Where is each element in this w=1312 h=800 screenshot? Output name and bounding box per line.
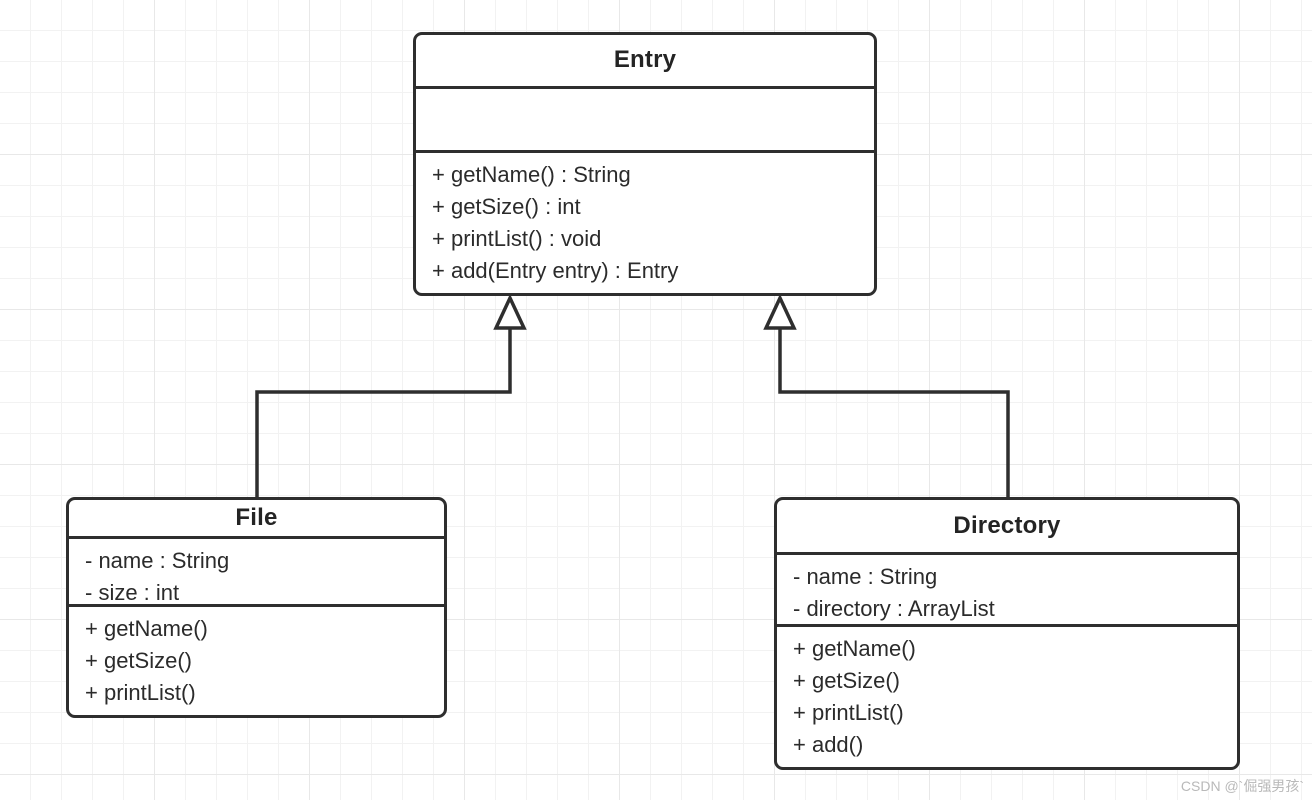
attribute-item: - directory : ArrayList [793, 596, 995, 621]
uml-class-file[interactable]: File - name : String - size : int + getN… [66, 497, 447, 718]
attribute-item: - name : String [85, 548, 230, 573]
method-item: + add(Entry entry) : Entry [432, 258, 679, 283]
method-item: + printList() [793, 700, 904, 725]
edge-directory-extends-entry[interactable] [763, 293, 1010, 497]
class-name-file: File [69, 500, 444, 539]
uml-class-directory[interactable]: Directory - name : String - directory : … [774, 497, 1240, 770]
attributes-compartment-entry [416, 89, 874, 153]
methods-compartment-file: + getName() + getSize() + printList() [69, 607, 444, 715]
method-item: + getName() [85, 616, 208, 641]
class-name-directory: Directory [777, 500, 1237, 555]
watermark-text: CSDN @`倔强男孩` [1180, 778, 1304, 794]
methods-compartment-entry: + getName() : String + getSize() : int +… [416, 153, 874, 293]
method-item: + getName() [793, 636, 916, 661]
method-item: + getName() : String [432, 162, 631, 187]
attribute-item: - name : String [793, 564, 938, 589]
attribute-item: - size : int [85, 580, 180, 605]
class-name-entry: Entry [416, 35, 874, 89]
method-item: + getSize() [793, 668, 900, 693]
attributes-compartment-file: - name : String - size : int [69, 539, 444, 607]
uml-class-entry[interactable]: Entry + getName() : String + getSize() :… [413, 32, 877, 296]
method-item: + printList() [85, 680, 196, 705]
attributes-compartment-directory: - name : String - directory : ArrayList [777, 555, 1237, 627]
methods-compartment-directory: + getName() + getSize() + printList() + … [777, 627, 1237, 767]
method-item: + add() [793, 732, 864, 757]
method-item: + printList() : void [432, 226, 602, 251]
generalization-arrowhead-directory [763, 293, 797, 330]
generalization-arrowhead-file [493, 293, 527, 330]
method-item: + getSize() : int [432, 194, 581, 219]
edge-file-extends-entry[interactable] [255, 293, 527, 497]
method-item: + getSize() [85, 648, 192, 673]
